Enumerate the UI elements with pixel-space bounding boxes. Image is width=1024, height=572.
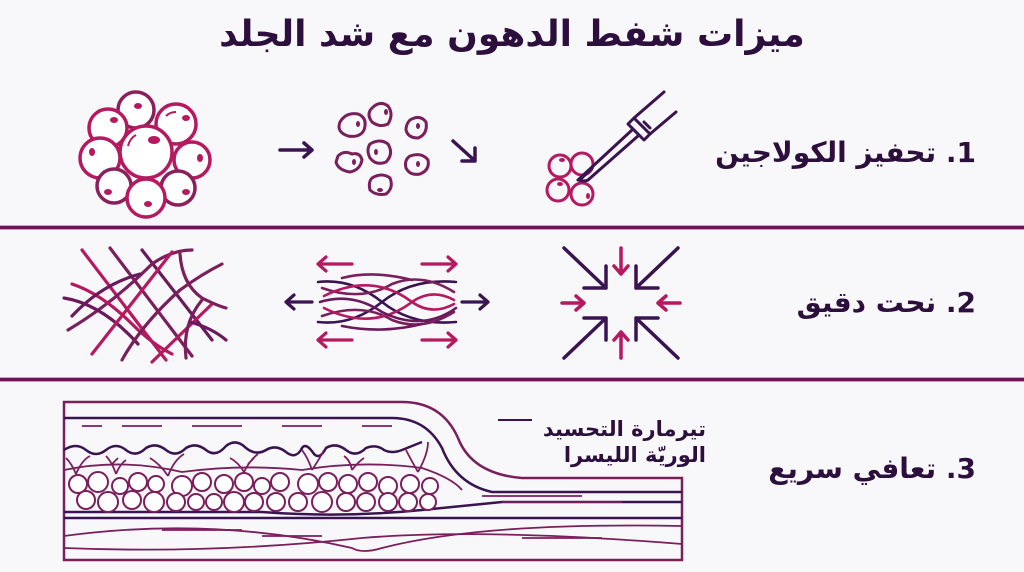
collagen-mesh-icon <box>62 244 232 366</box>
callout-label: تيرمارة التحسيد الوريّة الليسرا <box>543 416 706 468</box>
row-divider-1 <box>0 226 1024 229</box>
row-1-label: 1. تحفيز الكولاجين <box>715 136 976 169</box>
page-title: ميزات شفط الدهون مع شد الجلد <box>219 14 805 55</box>
callout-line-1: تيرمارة التحسيد <box>542 417 706 441</box>
callout-line-2: الوريّة الليسرا <box>563 443 706 467</box>
stretched-fibers-icon <box>282 252 492 354</box>
cannula-fat-cells-icon <box>540 88 680 218</box>
contracting-arrows-icon <box>556 242 686 364</box>
dispersed-fat-cells-icon <box>330 100 440 210</box>
row-2-label: 2. نحت دقيق <box>796 286 976 319</box>
right-arrow-icon <box>278 140 318 160</box>
row-divider-2 <box>0 378 1024 381</box>
skin-cross-section-icon <box>62 398 684 564</box>
fat-cell-cluster-icon <box>78 88 218 219</box>
down-right-arrow-icon <box>450 138 480 166</box>
row-3-label: 3. تعافي سريع <box>768 452 976 485</box>
